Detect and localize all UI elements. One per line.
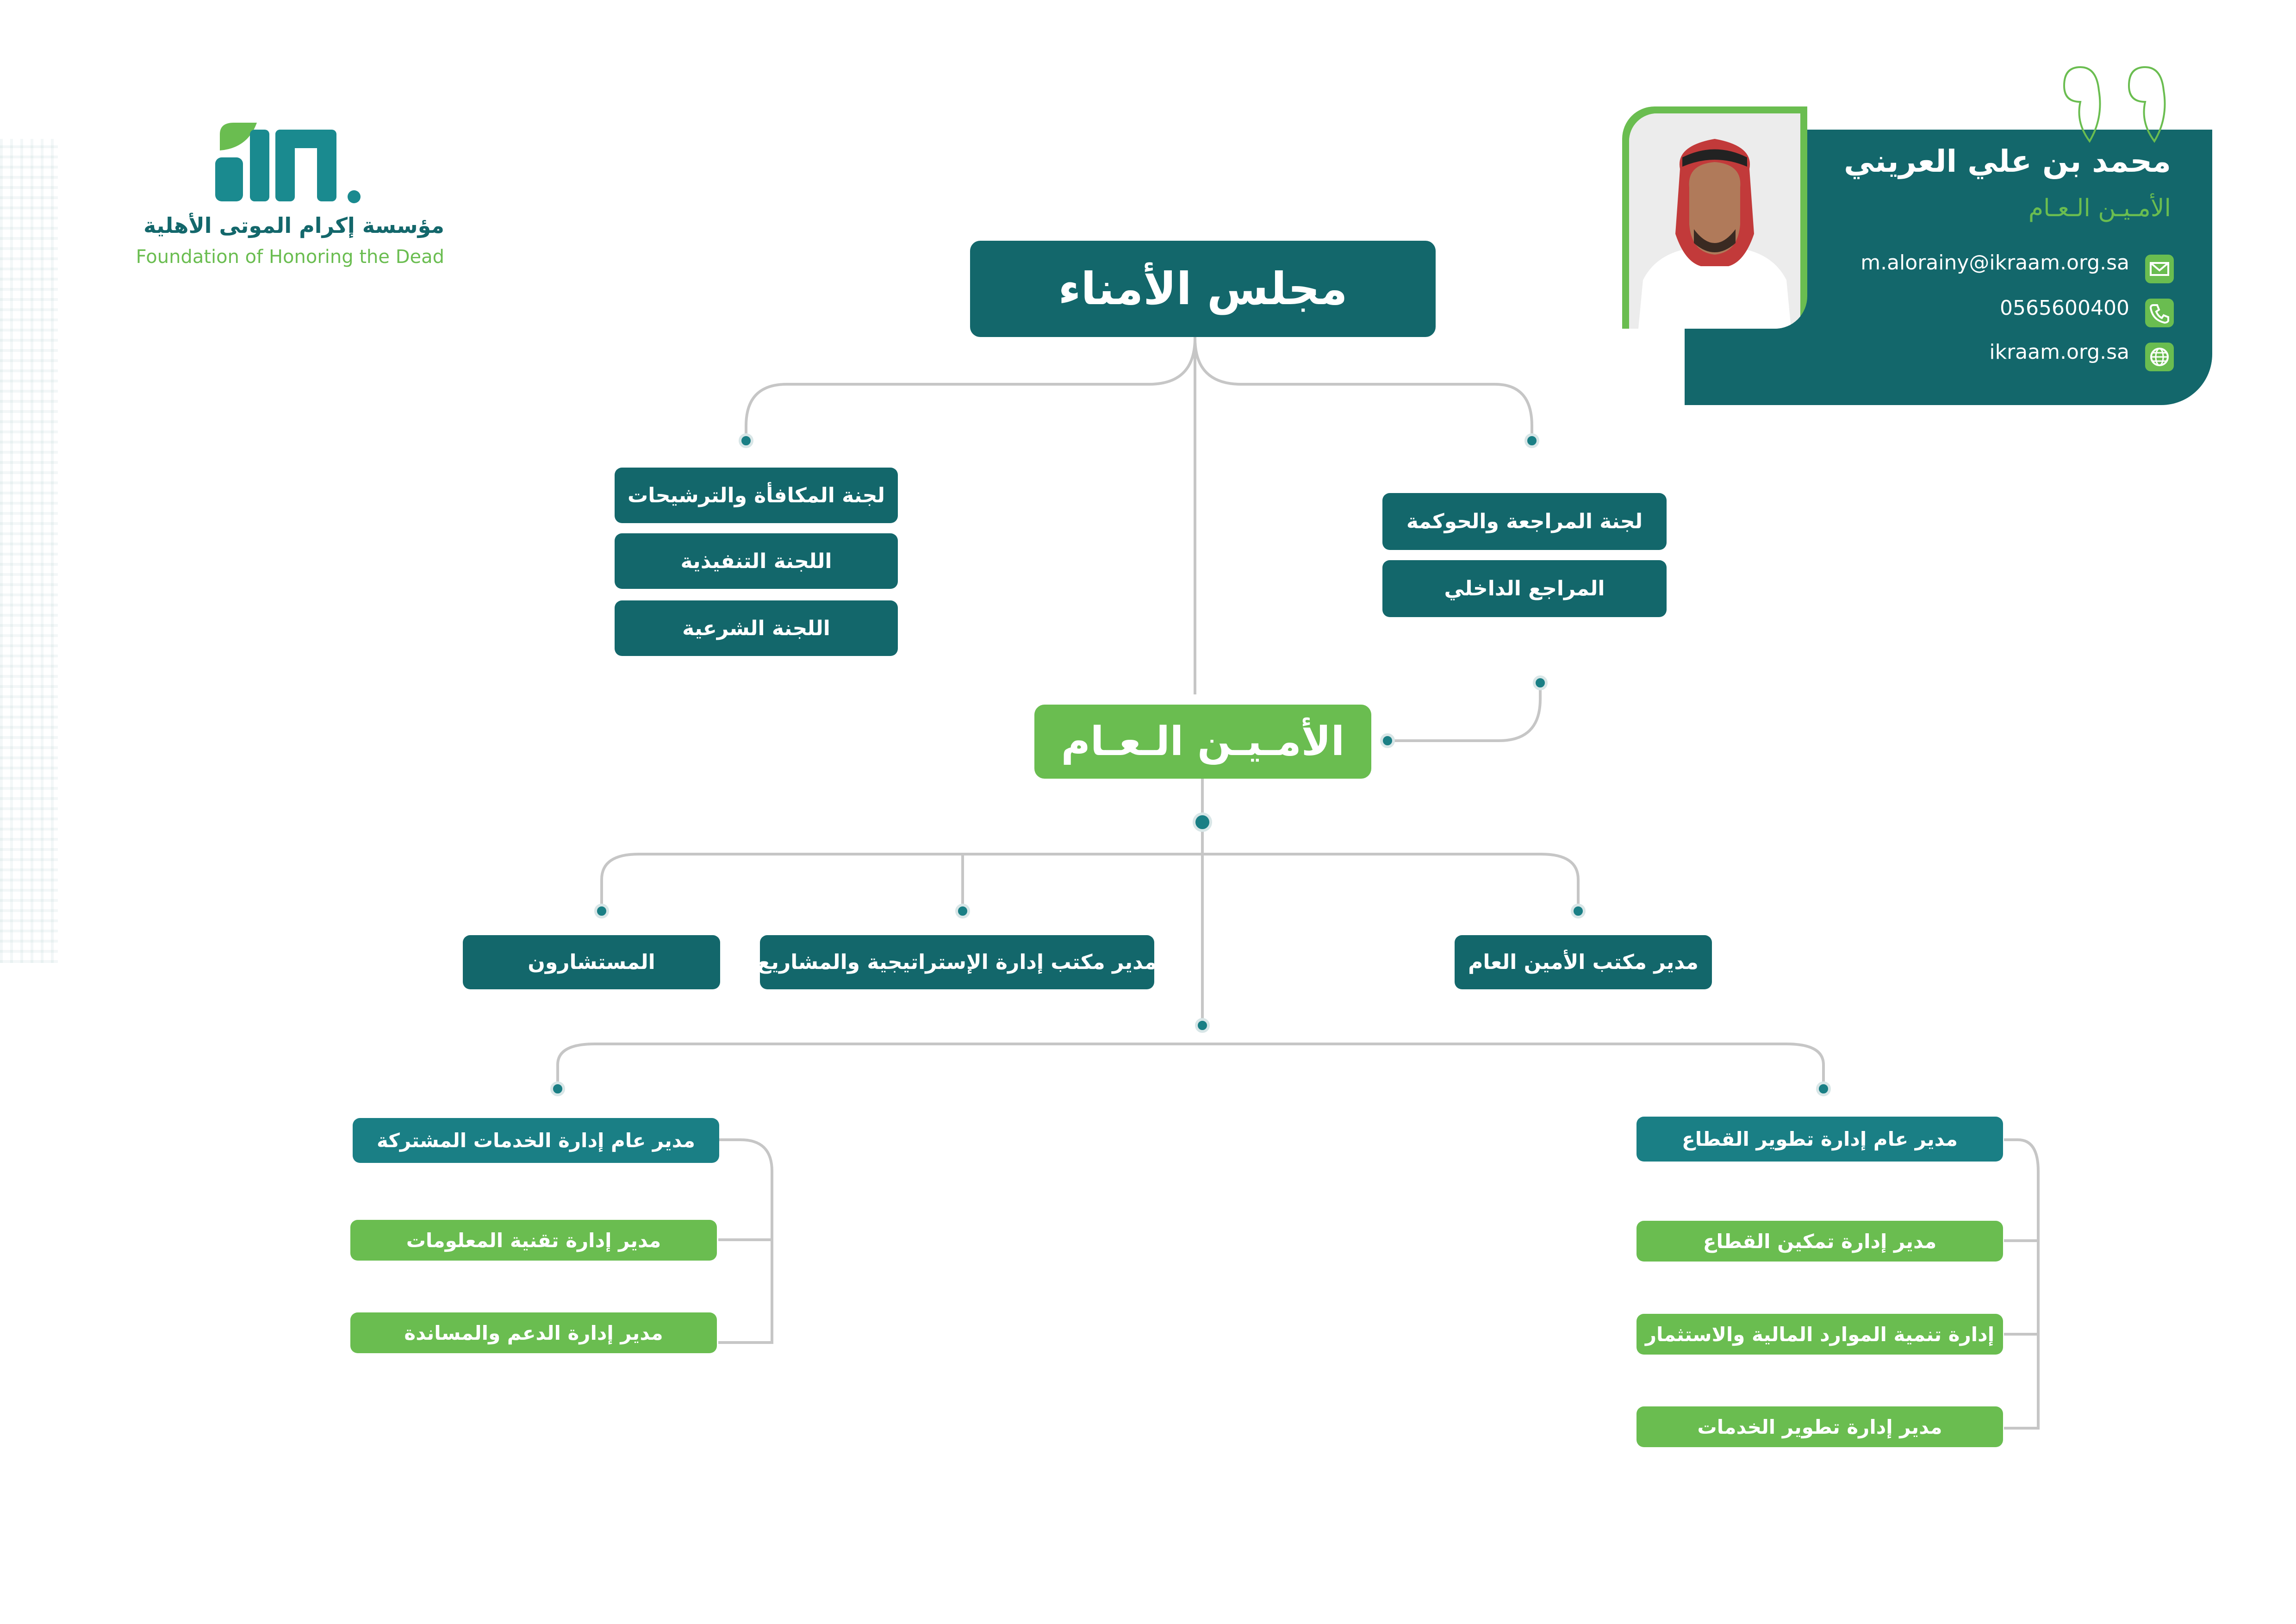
support-department-box: مدير إدارة الدعم والمساندة <box>350 1312 717 1353</box>
shared-services-head-box: مدير عام إدارة الخدمات المشتركة <box>353 1118 719 1163</box>
quote-marks-icon <box>2063 66 2166 143</box>
connector-offices <box>600 853 1580 910</box>
sector-enablement-box: مدير إدارة تمكين القطاع <box>1636 1221 2003 1262</box>
services-development-box: مدير إدارة تطوير الخدمات <box>1636 1406 2003 1447</box>
avatar-frame <box>1622 106 1807 329</box>
committee-rewards-box: لجنة المكافأة والترشيحات <box>615 468 898 523</box>
committee-audit-governance-box: لجنة المراجعة والحوكمة <box>1382 493 1667 550</box>
person-photo-icon <box>1629 113 1800 329</box>
email-icon <box>2145 255 2174 283</box>
connector-sector-bracket <box>2004 1138 2040 1430</box>
strategy-office-box: مدير مكتب إدارة الإستراتيجية والمشاريع <box>757 935 1157 989</box>
committee-sharia-box: اللجنة الشرعية <box>615 600 898 656</box>
globe-icon <box>2145 343 2174 371</box>
secretary-general-box: الأمـيـن الـعـام <box>1034 705 1371 779</box>
phone-icon <box>2145 299 2174 327</box>
connector-audit-sg <box>1388 683 1542 742</box>
avatar <box>1629 113 1800 329</box>
financial-resources-box: إدارة تنمية الموارد المالية والاستثمار <box>1636 1314 2003 1355</box>
it-department-box: مدير إدارة تقنية المعلومات <box>350 1220 717 1261</box>
profile-phone[interactable]: 0565600400 <box>2000 296 2129 320</box>
profile-website[interactable]: ikraam.org.sa <box>1989 340 2129 364</box>
profile-title: الأمـيـن الـعـام <box>2028 194 2171 222</box>
foundation-logo: مؤسسة إكرام الموتى الأهلية Foundation of… <box>120 116 444 278</box>
profile-name: محمد بن علي العريني <box>1844 144 2171 179</box>
connector-shared-bracket <box>718 1138 773 1344</box>
consultants-box: المستشارون <box>463 935 720 989</box>
sg-office-box: مدير مكتب الأمين العام <box>1455 935 1712 989</box>
board-of-trustees-box: مجلس الأمناء <box>970 241 1436 337</box>
connector-departments <box>556 1043 1825 1088</box>
background-pattern <box>0 139 58 963</box>
logo-mark-icon <box>215 123 361 203</box>
internal-auditor-box: المراجع الداخلي <box>1382 560 1667 617</box>
sector-development-head-box: مدير عام إدارة تطوير القطاع <box>1636 1117 2003 1162</box>
connector-board-left <box>745 337 1196 439</box>
committee-executive-box: اللجنة التنفيذية <box>615 533 898 589</box>
logo-name-ar: مؤسسة إكرام الموتى الأهلية <box>143 213 444 238</box>
connector-board-right <box>1194 337 1533 439</box>
profile-email[interactable]: m.alorainy@ikraam.org.sa <box>1860 251 2129 275</box>
logo-name-en: Foundation of Honoring the Dead <box>136 246 444 268</box>
